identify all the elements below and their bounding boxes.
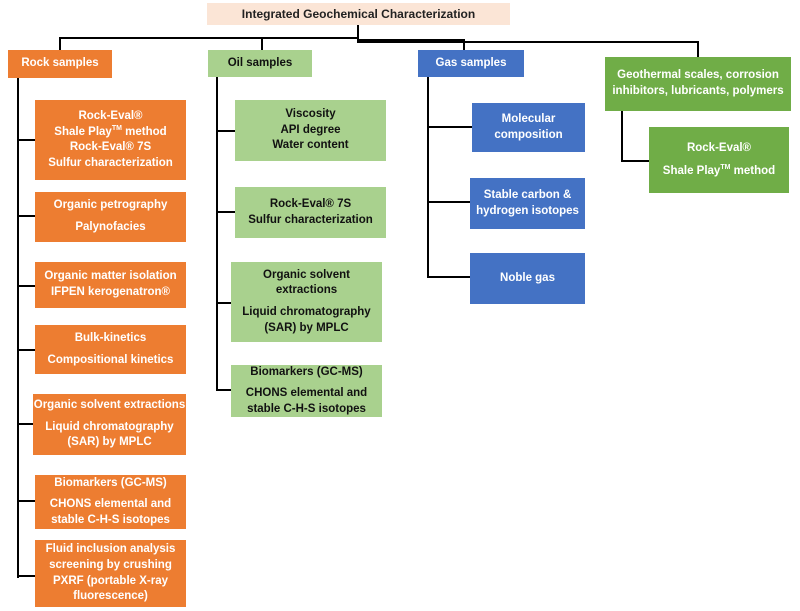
oil-box-rock-eval: Rock-Eval® 7S Sulfur characterization: [235, 187, 386, 238]
rock-box5-line1: Organic solvent extractions: [33, 399, 186, 412]
oil-box4-line2: CHONS elemental and: [245, 387, 368, 400]
gas-samples-header: Gas samples: [418, 50, 524, 77]
geo-box1-line2: Shale PlayTM method: [663, 163, 775, 179]
rock-box1-line2-sup: TM: [111, 125, 122, 133]
oil-box4-line3: stable C-H-S isotopes: [247, 402, 366, 415]
oil-box-viscosity: Viscosity API degree Water content: [235, 100, 386, 161]
rock-box3-line1: Organic matter isolation: [44, 270, 177, 283]
oil-header-label: Oil samples: [227, 56, 293, 69]
geo-box1-line2-end: method: [730, 164, 776, 177]
rock-box6-line3: stable C-H-S isotopes: [51, 513, 170, 526]
oil-box1-line3: Water content: [272, 139, 349, 152]
oil-box-extractions: Organic solvent extractions Liquid chrom…: [231, 262, 382, 342]
rock-box4-line2: Compositional kinetics: [47, 353, 174, 366]
rock-samples-header: Rock samples: [8, 50, 112, 78]
gas-box-noble-gas: Noble gas: [470, 253, 585, 304]
rock-box6-line2: CHONS elemental and: [49, 498, 172, 511]
geo-box1-line2-main: Shale Play: [662, 164, 721, 177]
root-to-gas-connector: [357, 25, 465, 50]
oil-box2-line1: Rock-Eval® 7S: [269, 197, 352, 210]
rock-box3-line2: IFPEN kerogenatron®: [50, 286, 171, 298]
oil-box2-line2: Sulfur characterization: [248, 213, 373, 226]
rock-box-fluid-inclusion: Fluid inclusion analysis screening by cr…: [35, 540, 186, 607]
gas-header-label: Gas samples: [435, 56, 507, 69]
gas-box2-line2: hydrogen isotopes: [476, 204, 579, 217]
gas-box3-line1: Noble gas: [500, 271, 555, 284]
oil-box3-line1: Organic solvent extractions: [263, 268, 350, 297]
geo-header-line1: Geothermal scales, corrosion: [617, 69, 779, 82]
geo-box-rock-eval: Rock-Eval® Shale PlayTM method: [649, 127, 789, 193]
geo-box1-line1: Rock-Eval®: [686, 142, 752, 155]
rock-box7-line2: screening by crushing: [49, 558, 172, 571]
oil-box4-line1: Biomarkers (GC-MS): [250, 365, 363, 378]
rock-header-label: Rock samples: [21, 57, 99, 70]
rock-box7-line1: Fluid inclusion analysis: [45, 543, 176, 556]
rock-box2-line1: Organic petrography: [53, 199, 168, 212]
geo-branch: [621, 111, 649, 162]
root-to-geo-connector: [357, 25, 699, 57]
rock-box1-line1: Rock-Eval®: [78, 109, 143, 122]
rock-box4-line1: Bulk-kinetics: [74, 331, 147, 344]
gas-box-isotopes: Stable carbon & hydrogen isotopes: [470, 178, 585, 229]
rock-box5-line2: Liquid chromatography: [45, 420, 174, 433]
rock-box-extractions: Organic solvent extractions Liquid chrom…: [33, 394, 186, 455]
oil-box1-line2: API degree: [280, 123, 341, 136]
oil-box3-line3: (SAR) by MPLC: [264, 321, 349, 334]
rock-box5-line3: (SAR) by MPLC: [67, 436, 152, 449]
geo-header-line2: inhibitors, lubricants, polymers: [612, 85, 784, 97]
rock-box-petrography: Organic petrography Palynofacies: [35, 192, 186, 242]
rock-box7-line4: fluorescence): [73, 590, 148, 603]
rock-box6-line1: Biomarkers (GC-MS): [54, 476, 167, 489]
rock-box1-line2-end: method: [121, 125, 167, 138]
oil-box3-line2: Liquid chromatography: [242, 306, 371, 318]
geo-box1-line2-sup: TM: [720, 163, 731, 171]
oil-samples-header: Oil samples: [208, 50, 312, 77]
rock-box1-line4: Sulfur characterization: [48, 156, 173, 169]
gas-box2-line1: Stable carbon &: [483, 188, 572, 201]
rock-box-isolation: Organic matter isolation IFPEN kerogenat…: [35, 262, 186, 308]
rock-box1-line3: Rock-Eval® 7S: [69, 141, 152, 154]
rock-box1-line2-main: Shale Play: [54, 125, 112, 138]
rock-box-biomarkers: Biomarkers (GC-MS) CHONS elemental and s…: [35, 475, 186, 529]
gas-box-molecular: Molecular composition: [472, 103, 585, 152]
root-to-oil-connector: [261, 25, 359, 50]
rock-box1-line2: Shale PlayTM method: [54, 124, 166, 140]
oil-box-biomarkers: Biomarkers (GC-MS) CHONS elemental and s…: [231, 365, 382, 417]
root-label: Integrated Geochemical Characterization: [241, 6, 476, 21]
rock-box-kinetics: Bulk-kinetics Compositional kinetics: [35, 325, 186, 374]
gas-box1-line2: composition: [494, 128, 563, 141]
rock-box7-line3: PXRF (portable X-ray: [52, 574, 169, 587]
rock-box2-line2: Palynofacies: [75, 221, 146, 233]
oil-box1-line1: Viscosity: [285, 108, 336, 121]
geothermal-header: Geothermal scales, corrosion inhibitors,…: [605, 57, 791, 111]
gas-box1-line1: Molecular: [501, 112, 556, 125]
root-node: Integrated Geochemical Characterization: [207, 3, 510, 25]
rock-box-rock-eval: Rock-Eval® Shale PlayTM method Rock-Eval…: [35, 100, 186, 180]
